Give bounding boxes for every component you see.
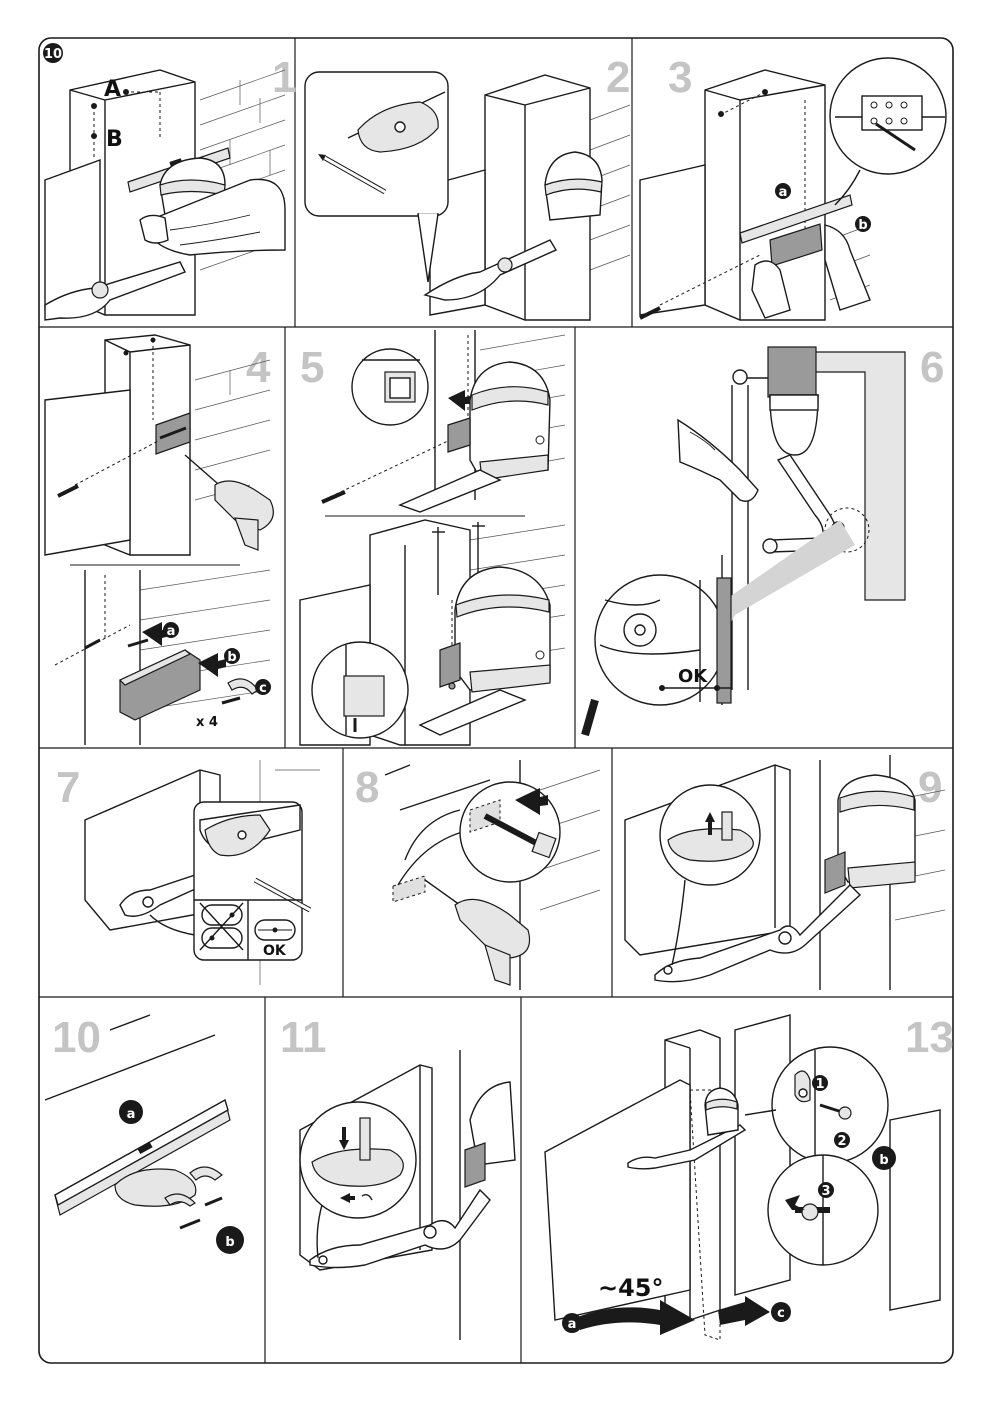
- panel-7-illustration: OK: [84, 760, 320, 985]
- label-13-c: c: [777, 1306, 785, 1321]
- gate-motor-icon: [469, 361, 551, 481]
- label-13-2: 2: [837, 1134, 846, 1149]
- panel-number-2: 2: [606, 53, 630, 102]
- panel-number-3: 3: [668, 53, 692, 102]
- gate-motor-icon: [704, 1087, 739, 1136]
- label-10a: a: [127, 1107, 136, 1122]
- pencil-icon: [318, 154, 387, 195]
- wrench-icon: [164, 1166, 223, 1207]
- label-4a: a: [167, 624, 176, 639]
- panel-5-illustration: [299, 330, 566, 746]
- panel-number-11: 11: [280, 1013, 327, 1062]
- label-4b: b: [227, 650, 236, 665]
- sheet-frame: [38, 37, 954, 1364]
- bracket-icon: [118, 649, 201, 721]
- label-7-ok: OK: [263, 943, 287, 959]
- panel-2-illustration: [304, 71, 631, 321]
- label-x4: x 4: [196, 715, 218, 730]
- drill-icon: [184, 454, 274, 551]
- label-3a: a: [779, 185, 788, 200]
- key-icon: [794, 1070, 852, 1120]
- screw-icon: [127, 638, 241, 705]
- panel-number-10: 10: [52, 1013, 101, 1062]
- panel-8-illustration: [384, 760, 601, 990]
- label-13-b: b: [879, 1153, 888, 1168]
- panel-11-illustration: [299, 1050, 516, 1340]
- drill-icon: [424, 879, 531, 986]
- panel-9-illustration: [624, 755, 946, 990]
- panel-number-13: 13: [905, 1013, 954, 1062]
- panel-number-1: 1: [272, 53, 296, 102]
- label-B: B: [106, 127, 123, 152]
- label-13-a: a: [568, 1317, 577, 1332]
- panel-1-illustration: A B: [44, 69, 286, 321]
- panel-number-4: 4: [246, 343, 271, 392]
- panel-number-9: 9: [918, 763, 942, 812]
- label-6-ok: OK: [678, 666, 708, 687]
- figure-badge: 10: [43, 43, 63, 63]
- panel-4-illustration: a b c x 4: [44, 334, 274, 745]
- label-3b: b: [858, 218, 867, 233]
- panel-10-illustration: a b: [44, 1014, 244, 1254]
- panel-3-illustration: a b: [639, 57, 947, 321]
- label-10b: b: [225, 1235, 234, 1250]
- panel-number-6: 6: [920, 343, 944, 392]
- label-13-1: 1: [815, 1077, 824, 1092]
- panel-number-8: 8: [355, 763, 379, 812]
- screw-icon: [179, 1196, 223, 1230]
- panel-6-illustration: OK: [581, 346, 906, 737]
- panel-number-7: 7: [56, 763, 80, 812]
- label-4c: c: [259, 681, 267, 696]
- panel-grid: [39, 38, 953, 1363]
- svg-text:10: 10: [44, 47, 62, 62]
- panel-13-illustration: 1 2 b 3 ~45° a c: [544, 1014, 941, 1341]
- label-13-angle: ~45°: [598, 1274, 664, 1302]
- panel-number-5: 5: [300, 343, 324, 392]
- spirit-level-icon: [54, 1098, 231, 1216]
- label-13-3: 3: [821, 1184, 830, 1199]
- label-A: A: [104, 77, 121, 102]
